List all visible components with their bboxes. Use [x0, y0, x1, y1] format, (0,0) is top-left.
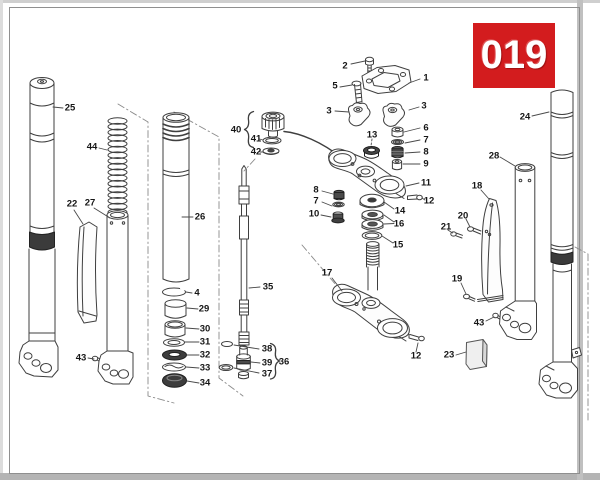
part-label-26: 26 — [194, 211, 206, 223]
part-label-12: 12 — [423, 195, 435, 207]
part-label-11: 11 — [420, 177, 432, 189]
o-ring-41 — [262, 136, 282, 145]
outer-tube-28 — [499, 163, 537, 340]
fork-cap-group-40 — [243, 110, 342, 159]
part-label-8: 8 — [313, 184, 319, 196]
part-label-30: 30 — [199, 323, 211, 335]
washer-7 — [391, 139, 404, 145]
inner-fork-tube-26 — [162, 112, 190, 283]
clip-33 — [162, 362, 186, 372]
part-label-32: 32 — [199, 349, 211, 361]
fork-protector-left — [76, 221, 98, 324]
part-label-3: 3 — [326, 105, 332, 117]
page-number-badge: 019 — [473, 23, 555, 88]
part-label-6: 6 — [423, 122, 429, 134]
part-label-41: 41 — [250, 133, 262, 145]
part-label-17: 17 — [321, 267, 333, 279]
part-label-42: 42 — [250, 146, 262, 158]
damper-rod-35 — [238, 165, 250, 346]
part-label-3: 3 — [421, 100, 427, 112]
ring-38 — [221, 341, 233, 347]
grommet-13 — [363, 146, 380, 159]
part-label-28: 28 — [488, 150, 500, 162]
part-label-23: 23 — [443, 349, 455, 361]
part-label-29: 29 — [198, 303, 210, 315]
part-label-37: 37 — [261, 368, 273, 380]
part-label-15: 15 — [392, 239, 404, 251]
washer-31 — [163, 338, 185, 347]
part-label-43: 43 — [75, 352, 87, 364]
seal-15 — [361, 231, 383, 240]
part-label-13: 13 — [366, 129, 378, 141]
part-label-7: 7 — [313, 195, 319, 207]
stem-nut-column — [391, 126, 404, 171]
part-label-40: 40 — [230, 124, 242, 136]
bracket-36 — [269, 342, 281, 380]
fork-assembly-left — [18, 77, 104, 378]
part-label-14: 14 — [394, 205, 406, 217]
page-edge-right — [577, 0, 583, 480]
page-edge-bottom — [0, 473, 600, 480]
part-label-43: 43 — [473, 317, 485, 329]
fork-assembly-right — [538, 89, 582, 399]
part-label-10: 10 — [308, 208, 320, 220]
part-label-1: 1 — [423, 72, 429, 84]
bracket-40 — [243, 110, 255, 149]
top-triple-clamp-11 — [328, 148, 423, 201]
part-label-27: 27 — [84, 197, 96, 209]
part-label-2: 2 — [342, 60, 348, 72]
page-edge-left — [0, 0, 3, 480]
part-label-36: 36 — [278, 356, 290, 368]
part-label-4: 4 — [194, 287, 200, 299]
fork-spring — [107, 117, 128, 216]
bolt-20 — [467, 226, 474, 232]
part-label-25: 25 — [64, 102, 76, 114]
steering-stem-parts — [331, 189, 385, 240]
leader-lines — [52, 60, 550, 384]
part-label-24: 24 — [519, 111, 531, 123]
page-edge-top — [0, 0, 600, 3]
part-label-19: 19 — [451, 273, 463, 285]
part-label-16: 16 — [393, 218, 405, 230]
part-label-7: 7 — [423, 134, 429, 146]
part-label-9: 9 — [423, 158, 429, 170]
part-label-39: 39 — [261, 357, 273, 369]
part-label-21: 21 — [440, 221, 452, 233]
bottom-triple-clamp-17 — [332, 241, 425, 342]
part-label-35: 35 — [262, 281, 274, 293]
washer-7-left — [332, 201, 345, 208]
part-label-33: 33 — [199, 362, 211, 374]
handlebar-mount-group — [347, 56, 412, 127]
part-label-38: 38 — [261, 343, 273, 355]
part-label-18: 18 — [471, 180, 483, 192]
pinch-bolt-12-bottom — [418, 335, 425, 342]
outer-slider-tube-27 — [97, 210, 134, 385]
construction-lines — [117, 103, 589, 421]
part-label-5: 5 — [332, 80, 338, 92]
pinch-bolt-12-top — [416, 194, 423, 201]
page-number: 019 — [480, 33, 548, 77]
diagram-border-frame — [9, 7, 580, 474]
part-label-8: 8 — [423, 146, 429, 158]
part-label-12: 12 — [410, 350, 422, 362]
part-label-44: 44 — [86, 141, 98, 153]
part-label-31: 31 — [199, 336, 211, 348]
part-label-20: 20 — [457, 210, 469, 222]
ring-37 — [218, 364, 234, 371]
seal-kit-stack — [162, 287, 187, 388]
part-label-34: 34 — [199, 377, 211, 389]
stop-ring-4 — [162, 287, 186, 297]
cartridge-valve-group-36 — [218, 341, 281, 380]
part-label-22: 22 — [66, 198, 78, 210]
